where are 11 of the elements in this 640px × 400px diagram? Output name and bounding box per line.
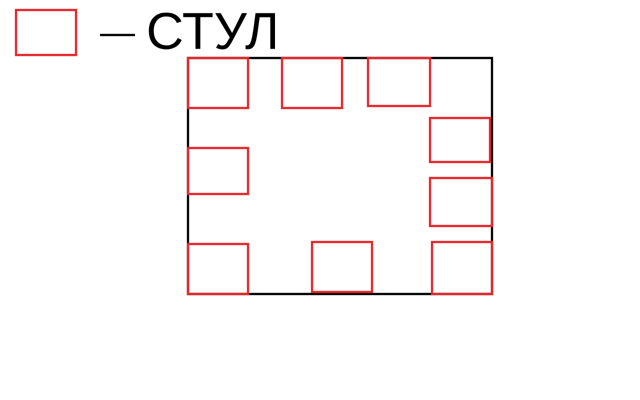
chair-square — [430, 240, 494, 296]
legend-text: СТУЛ — [148, 12, 275, 50]
chair-square — [366, 56, 432, 108]
chair-square — [428, 176, 494, 228]
chair-square — [186, 56, 250, 110]
chair-square — [280, 56, 344, 110]
chair-square — [310, 240, 374, 294]
chair-square — [186, 146, 250, 196]
chair-square — [428, 116, 492, 164]
chair-square — [186, 242, 250, 296]
table-rectangle — [186, 56, 494, 296]
